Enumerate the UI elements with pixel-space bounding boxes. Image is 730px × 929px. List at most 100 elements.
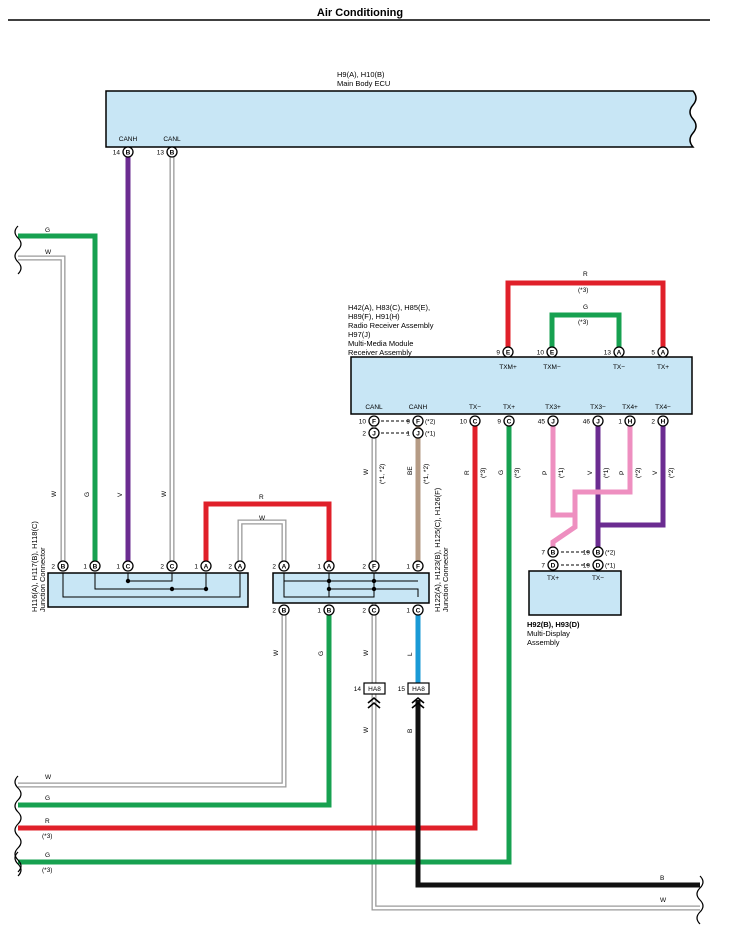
radio-top-pin-0-conn: E xyxy=(506,350,511,357)
label-be: BE xyxy=(407,466,414,475)
jc-right-code: H122(A), H123(B), H125(C), H126(F) xyxy=(433,487,442,612)
radio-bottom-pin-7-num: 2 xyxy=(651,419,655,426)
radio-bottom-pin-6-num: 1 xyxy=(618,419,622,426)
jc-left-pin-1-num: 1 xyxy=(83,564,87,571)
svg-text:(*2): (*2) xyxy=(425,419,435,426)
ecu-pin-canl: CANL xyxy=(163,136,181,143)
svg-text:D: D xyxy=(596,563,601,570)
radio-code-3: H97(J) xyxy=(348,330,371,339)
radio-top-pin-2-num: 13 xyxy=(604,350,612,357)
radio-alt-terminal-canh: J 1 (*2) (*1) xyxy=(406,419,435,439)
display-terminal-tx-plus-b: B 7 xyxy=(541,546,559,558)
jc-right-top-pin-0: A2 xyxy=(272,560,290,572)
svg-text:J: J xyxy=(416,431,420,438)
radio-bottom-pin-2-conn: C xyxy=(473,419,478,426)
svg-text:1: 1 xyxy=(406,431,410,438)
svg-text:HA8: HA8 xyxy=(412,686,425,693)
svg-text:19: 19 xyxy=(583,563,591,570)
radio-code-1: H42(A), H83(C), H85(E), xyxy=(348,303,430,312)
display-pin-tx-minus: TX− xyxy=(592,575,604,582)
radio-top-pin-0-label: TXM+ xyxy=(499,364,517,371)
label-w-bot1: W xyxy=(45,774,52,781)
radio-bottom-pin-2-num: 10 xyxy=(460,419,468,426)
label-w-v2: W xyxy=(161,490,168,497)
jc-left-pin-2-num: 1 xyxy=(116,564,120,571)
radio-bottom-pin-1-label: CANH xyxy=(409,404,428,411)
jc-left-pin-4-conn: A xyxy=(204,564,209,571)
jc-right-top-pin-2-conn: F xyxy=(372,564,376,571)
jc-left-pin-5-conn: A xyxy=(238,564,243,571)
label-w-splice: W xyxy=(363,726,370,733)
jc-left-pin-2-conn: C xyxy=(126,564,131,571)
radio-receiver-assembly xyxy=(350,356,693,415)
radio-top-pin-1-conn: E xyxy=(550,350,555,357)
label-r-bot: R xyxy=(45,818,50,825)
jc-right-bottom-pin-1-conn: B xyxy=(327,608,332,615)
label-g-top: G xyxy=(45,227,50,234)
jc-right-top-pin-3-num: 1 xyxy=(406,564,410,571)
jc-right-bottom-pin-3-num: 1 xyxy=(406,608,410,615)
radio-name-3: Receiver Assembly xyxy=(348,348,412,357)
label-w-jc: W xyxy=(259,515,266,522)
svg-text:D: D xyxy=(551,563,556,570)
svg-text:14: 14 xyxy=(354,686,362,693)
jc-left-pin-1: B1 xyxy=(83,560,101,572)
display-name-1: Multi-Display xyxy=(527,629,570,638)
radio-bottom-pin-5-conn: J xyxy=(596,419,600,426)
svg-text:HA8: HA8 xyxy=(368,686,381,693)
display-terminal-tx-minus-d: D 19 (*1) xyxy=(583,559,615,571)
jc-left-pin-4: A1 xyxy=(194,560,212,572)
jc-right-top-pin-1-conn: A xyxy=(327,564,332,571)
radio-bottom-pin-7-label: TX4− xyxy=(655,404,671,411)
jc-right-bottom-pin-1: B1 xyxy=(317,604,335,616)
label-note2-v: (*2) xyxy=(668,468,675,478)
splice-ha8-15: HA8 15 xyxy=(398,682,430,709)
jc-right-bottom-pin-0-num: 2 xyxy=(272,608,276,615)
diagram-title: Air Conditioning xyxy=(317,7,403,19)
label-g-bot1: G xyxy=(45,795,50,802)
svg-text:(*2): (*2) xyxy=(605,550,615,557)
label-note3-r: (*3) xyxy=(480,468,487,478)
svg-text:14: 14 xyxy=(113,150,121,157)
svg-text:15: 15 xyxy=(398,686,406,693)
jc-right-bottom-pin-1-num: 1 xyxy=(317,608,321,615)
ecu-terminal-canl: B 13 xyxy=(157,146,178,158)
jc-right-bottom-pin-0: B2 xyxy=(272,604,290,616)
break-marks-left xyxy=(14,225,704,925)
splice-ha8-14: HA8 14 xyxy=(354,682,386,709)
jc-left-pin-2: C1 xyxy=(116,560,134,572)
svg-text:19: 19 xyxy=(583,550,591,557)
svg-text:7: 7 xyxy=(541,563,545,570)
svg-text:13: 13 xyxy=(157,150,165,157)
label-note3-loop-g: (*3) xyxy=(578,319,588,326)
label-note3-g: (*3) xyxy=(514,468,521,478)
radio-top-pin-2-conn: A xyxy=(617,350,622,357)
radio-bottom-pin-6-conn: H xyxy=(628,419,633,426)
ecu-terminal-canh: B 14 xyxy=(113,146,134,158)
jc-right-top-pin-2-num: 2 xyxy=(362,564,366,571)
label-w-canl: W xyxy=(363,468,370,475)
label-g-jcr: G xyxy=(318,651,325,656)
jc-right-top-pin-1: A1 xyxy=(317,560,335,572)
radio-bottom-pin-5-num: 46 xyxy=(583,419,591,426)
radio-top-pin-3-conn: A xyxy=(661,350,666,357)
label-r-loop: R xyxy=(583,271,588,278)
radio-code-2: H89(F), H91(H) xyxy=(348,312,400,321)
multi-display-assembly xyxy=(528,570,622,616)
jc-right-top-pin-2: F2 xyxy=(362,560,380,572)
radio-top-pin-0-num: 9 xyxy=(496,350,500,357)
radio-bottom-pin-4-label: TX3+ xyxy=(545,404,561,411)
jc-right-bottom-pin-0-conn: B xyxy=(282,608,287,615)
label-w-right: W xyxy=(660,897,667,904)
jc-right-top-pin-0-conn: A xyxy=(282,564,287,571)
label-r-jc: R xyxy=(259,494,264,501)
display-terminal-tx-minus-b: B 19 (*2) xyxy=(583,546,615,558)
